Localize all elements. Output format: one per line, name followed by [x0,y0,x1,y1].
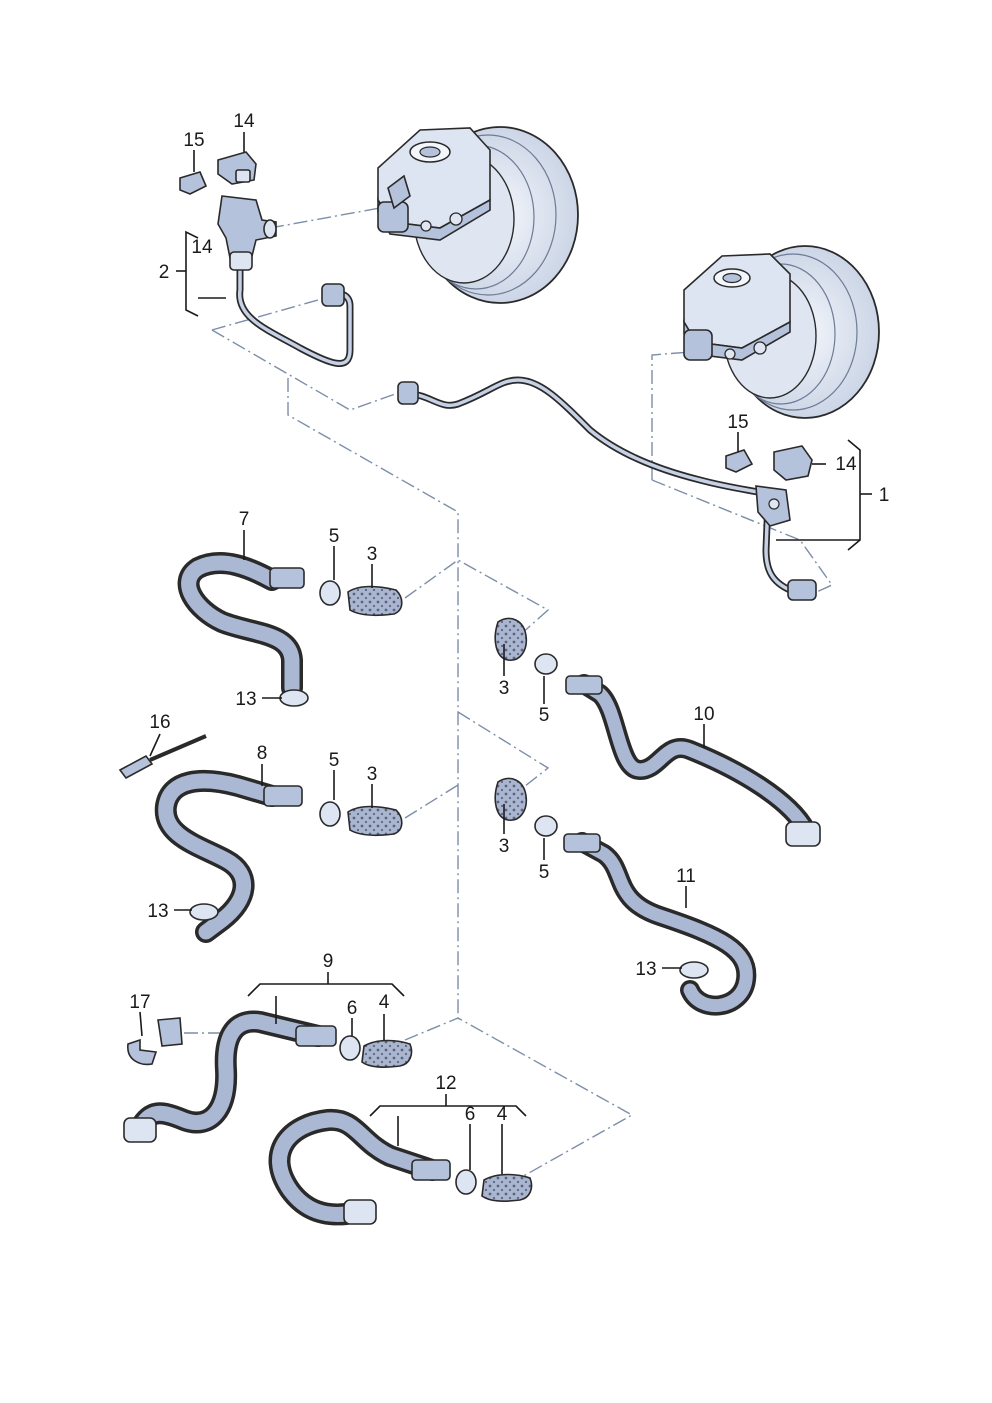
clamps [189,580,709,1195]
callout-4-hose9: 4 [379,992,390,1013]
hose-8 [118,734,303,943]
callout-8: 8 [257,743,268,764]
callout-5-hose7: 5 [329,526,340,547]
hose-7 [177,552,305,699]
callout-13-hose11: 13 [635,959,656,980]
callout-6-hose9: 6 [347,998,358,1019]
callout-16: 16 [149,712,170,733]
callout-7: 7 [239,509,250,530]
callout-labels: 14 15 14 2 15 14 1 7 5 3 13 16 8 5 3 13 … [129,111,889,1125]
callout-14-top-sensor: 14 [233,111,255,132]
callout-15-right-connector: 15 [727,412,748,433]
callout-5-hose8: 5 [329,750,340,771]
reference-lines [184,207,834,1179]
callout-3-hose11: 3 [499,836,510,857]
callout-9: 9 [323,951,334,972]
vacuum-line-assembly-2 [217,195,354,367]
group-brackets [176,230,872,1117]
callout-2: 2 [159,262,170,283]
callout-10: 10 [693,704,714,725]
rubber-boots [347,585,533,1202]
hose-12 [268,1108,451,1226]
connector-15-right [725,449,754,473]
callout-3-hose8: 3 [367,764,378,785]
brake-booster-right [683,245,880,419]
callout-4-hose12: 4 [497,1104,508,1125]
callout-14-right-sensor: 14 [835,454,857,475]
callout-3-hose7: 3 [367,544,378,565]
callout-6-hose12: 6 [465,1104,476,1125]
callout-14-top-bracket: 14 [191,237,213,258]
callout-17: 17 [129,992,150,1013]
callout-5-hose10: 5 [539,705,550,726]
vacuum-line-assembly-1 [397,376,817,601]
hose-10 [565,674,821,847]
callout-15-top-connector: 15 [183,130,204,151]
connector-15-top [179,171,208,195]
callout-3-hose10: 3 [499,678,510,699]
hose-9 [123,1010,337,1143]
hose-11 [563,832,757,1016]
callout-13-hose7: 13 [235,689,256,710]
callout-1: 1 [879,485,890,506]
leader-lines [139,132,826,1174]
callout-5-hose11: 5 [539,862,550,883]
callout-11: 11 [676,866,696,887]
callout-13-hose8: 13 [147,901,168,922]
callout-12: 12 [435,1073,456,1094]
pressure-sensor-14-right [773,445,813,481]
pressure-sensor-14-top [217,151,257,185]
brake-booster-top [377,126,579,304]
